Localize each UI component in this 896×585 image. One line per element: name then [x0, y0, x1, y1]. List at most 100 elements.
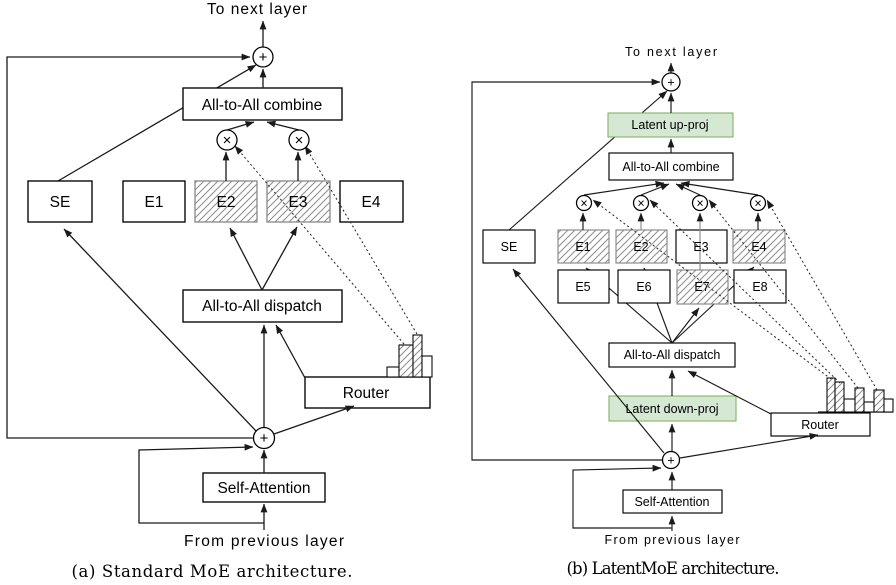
b-multiply-circle-2 [632, 194, 650, 212]
b-latent-down-proj-label: Latent down-proj [625, 402, 718, 416]
a-dispatch-label: All-to-All dispatch [202, 298, 322, 315]
b-latent-up-proj-label: Latent up-proj [631, 118, 708, 132]
b-arrow-mul4-to-combine [680, 180, 759, 196]
b-expert-e4-box-selected [732, 229, 786, 264]
b-dashed-router-to-mul1 [592, 199, 832, 380]
a-expert-e4-box [339, 180, 404, 223]
a-multiply-icon-2: × [295, 132, 304, 149]
a-add-icon-top: + [259, 49, 268, 66]
a-router-probability-bars-icon [386, 334, 433, 378]
b-expert-e7-box-selected [676, 269, 729, 305]
a-expert-e1-box [122, 180, 186, 223]
a-expert-e3-box-selected [266, 180, 331, 223]
b-expert-e1-box-selected [557, 229, 610, 264]
b-expert-e3-box [675, 229, 728, 264]
b-dashed-router-to-mul3 [708, 199, 859, 389]
b-multiply-icon-2: × [637, 197, 644, 211]
a-multiply-circle-2 [288, 129, 310, 151]
b-dispatch-box [608, 342, 736, 368]
b-combine-box [608, 152, 734, 181]
a-add-circle-top [252, 46, 274, 68]
a-arrow-router-to-dispatch [275, 324, 306, 379]
b-self-attention-label: Self-Attention [634, 495, 709, 509]
b-e3-label: E3 [693, 240, 708, 254]
router-bar [873, 389, 885, 413]
router-bar [843, 398, 856, 413]
b-e1-label: E1 [575, 240, 590, 254]
a-arrow-add-to-router [273, 405, 355, 435]
b-caption: (b) LatentMoE architecture. [567, 559, 780, 578]
b-arrow-mul2-to-combine [640, 183, 670, 196]
b-skip-connection [471, 78, 662, 461]
a-e1-label: E1 [145, 194, 164, 211]
b-multiply-icon-3: × [696, 197, 703, 211]
b-e8-label: E8 [752, 280, 767, 294]
a-self-attention-label: Self-Attention [217, 480, 310, 497]
diagram-a: + × × + All-to-All combine SE E1 E2 E3 E… [6, 1, 433, 581]
b-expert-e6-box [617, 269, 671, 304]
a-combine-label: All-to-All combine [202, 97, 323, 114]
a-arrow-dispatch-to-e3 [261, 226, 298, 291]
a-self-attention-box [202, 472, 326, 503]
a-add-icon-bottom: + [260, 430, 269, 447]
b-sa-skip-connection [572, 464, 672, 529]
b-multiply-icon-4: × [754, 197, 761, 211]
b-multiply-circle-4 [749, 194, 767, 212]
a-multiply-icon-1: × [223, 132, 232, 149]
router-bar [421, 355, 433, 378]
b-latent-down-proj-box [608, 395, 737, 422]
a-sa-skip-connection [138, 443, 264, 524]
b-e4-label: E4 [751, 240, 766, 254]
b-e5-label: E5 [575, 280, 590, 294]
b-dispatch-label: All-to-All dispatch [624, 348, 721, 362]
b-e6-label: E6 [636, 280, 651, 294]
a-router-box [304, 376, 431, 409]
b-e7-label: E7 [694, 280, 709, 294]
b-operators: + × × × × + [575, 72, 767, 470]
b-add-circle-bottom [661, 450, 681, 470]
b-combine-label: All-to-All combine [622, 160, 719, 174]
a-combine-box [182, 87, 343, 121]
a-arrow-mul2-to-combine [266, 120, 300, 131]
b-add-icon-top: + [667, 76, 674, 90]
a-e2-label: E2 [217, 194, 236, 211]
b-to-next-layer-text: To next layer [625, 45, 717, 59]
b-se-label: SE [501, 240, 518, 254]
b-e2-label: E2 [633, 240, 648, 254]
b-add-circle-top [661, 72, 681, 92]
a-arrow-add-to-se [63, 228, 257, 432]
a-caption: (a) Standard MoE architecture. [72, 562, 353, 581]
a-add-circle-bottom [252, 426, 276, 450]
router-bar [854, 387, 865, 413]
b-arrow-mul1-to-combine [583, 180, 665, 196]
diagram-b: + × × × × + Latent up-proj All-to-All co… [471, 45, 894, 578]
a-arrow-mul1-to-combine [226, 121, 255, 131]
b-arrow-router-to-dispatch [687, 370, 772, 415]
b-router-box [770, 412, 871, 437]
b-add-icon-bottom: + [667, 454, 674, 468]
a-to-next-layer-text: To next layer [207, 1, 307, 18]
b-router-label: Router [801, 418, 839, 432]
b-arrow-add-to-se [512, 268, 665, 454]
a-dashed-router-to-mul1 [234, 145, 405, 345]
a-multiply-circle-1 [216, 129, 238, 151]
b-expert-e5-box [557, 269, 610, 304]
a-se-label: SE [50, 194, 71, 211]
router-bar [412, 334, 423, 378]
a-operators: + × × + [216, 46, 310, 450]
a-e3-label: E3 [289, 194, 308, 211]
router-bar [826, 377, 836, 413]
a-arrows [6, 20, 418, 530]
a-arrow-dispatch-to-e2 [229, 227, 263, 291]
a-dispatch-box [182, 289, 343, 323]
router-bar [863, 401, 875, 413]
b-arrow-mul3-to-combine [675, 183, 701, 196]
router-bar [386, 366, 400, 378]
b-multiply-icon-1: × [580, 197, 587, 211]
b-arrow-add-to-router [679, 433, 819, 459]
b-arrows [471, 62, 878, 531]
a-arrow-se-to-output-add [57, 64, 257, 182]
a-se-box [27, 180, 93, 223]
